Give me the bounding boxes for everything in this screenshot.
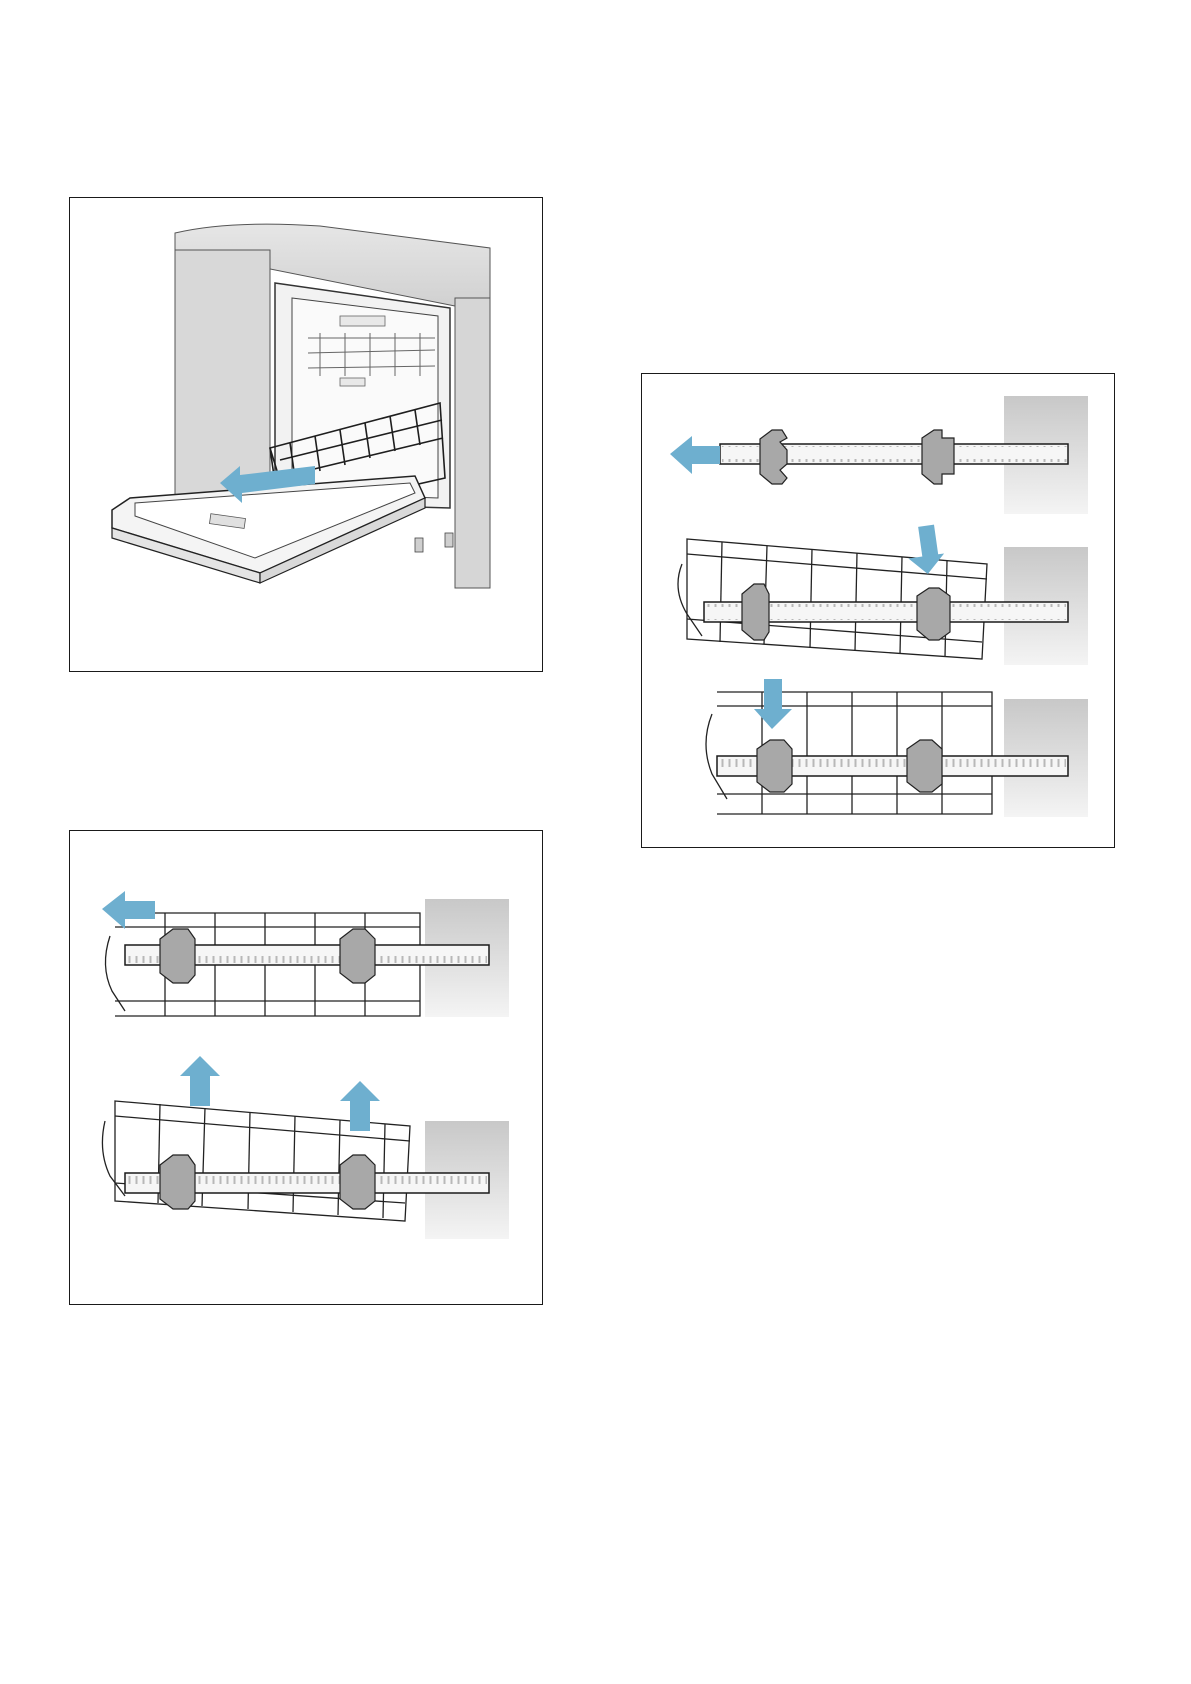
rail-removal-illustration [70,831,544,1306]
dishwasher-illustration [70,198,544,673]
figure-basket-rail-insertion [641,373,1115,848]
arrow-left-icon [670,436,720,474]
arrow-up-icon [180,1056,220,1106]
arrow-down-icon [754,679,792,729]
step-2-rail [678,524,1088,665]
step-1-rail [102,891,509,1017]
step-2-rail [102,1056,509,1239]
arrow-left-icon [102,891,155,929]
figure-basket-rail-removal [69,830,543,1305]
step-1-rail [670,396,1088,514]
arrow-down-icon [904,524,946,577]
rail-insertion-illustration [642,374,1116,849]
figure-dishwasher-basket-pullout [69,197,543,672]
step-3-rail [706,679,1088,817]
